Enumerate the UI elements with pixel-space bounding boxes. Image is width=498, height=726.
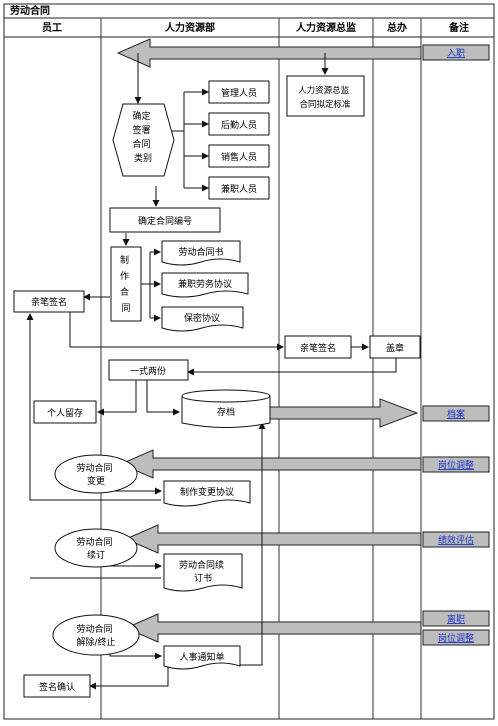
confidential-agreement-label: 保密协议 <box>184 312 220 324</box>
production-box <box>208 112 270 136</box>
contract-number-label: 确定合同编号 <box>138 215 192 227</box>
entry-arrow <box>116 38 422 68</box>
note-resign <box>422 610 490 627</box>
confidential-agreement-doc <box>161 306 244 332</box>
evaluation-arrow <box>124 524 422 554</box>
note-archive <box>422 405 490 422</box>
note-entry <box>422 44 490 61</box>
contract-type-label: 确定 签署 合同 类别 <box>133 110 154 164</box>
copies-box <box>108 359 189 381</box>
director-task-box <box>286 75 365 117</box>
note-transfer <box>422 456 490 473</box>
note-entry-link[interactable]: 入职 <box>447 48 465 59</box>
notes-boxes: 入职 档案 岗位调整 绩效评估 离职 岗位调整 <box>422 44 490 646</box>
change-agreement-label: 制作变更协议 <box>180 486 234 498</box>
diagram-title: 劳动合同 <box>10 4 50 17</box>
note-transfer-2-link[interactable]: 岗位调整 <box>438 632 474 644</box>
gray-arrows <box>116 38 422 643</box>
production-label: 后勤人员 <box>221 119 257 131</box>
note-transfer-link[interactable]: 岗位调整 <box>438 459 474 471</box>
make-contract-box <box>110 246 142 322</box>
column-header-hr-director: 人力资源总监 <box>296 21 356 34</box>
contract-terminate-ellipse <box>52 614 140 656</box>
contract-number-box <box>109 207 221 233</box>
sales-box <box>208 144 270 168</box>
column-header-office: 总办 <box>387 21 407 34</box>
contract-change-ellipse <box>54 454 138 494</box>
note-resign-link[interactable]: 离职 <box>447 613 465 625</box>
part-time-agreement-doc <box>161 272 249 298</box>
resign-arrow <box>124 613 422 643</box>
director-sign-box <box>284 335 352 359</box>
termination-notice-label: 人事通知单 <box>179 651 224 663</box>
staff-categories: 管理人员 后勤人员 销售人员 兼职人员 <box>208 80 270 200</box>
contract-renew-label: 劳动合同 续订 <box>77 536 116 561</box>
connectors <box>26 53 397 690</box>
note-evaluation-link[interactable]: 绩效评估 <box>438 534 474 546</box>
column-header-employee: 员工 <box>42 22 62 34</box>
note-transfer-2 <box>422 629 490 646</box>
renew-document-doc <box>163 553 243 592</box>
renew-document-label: 劳动合同续 订书 <box>179 559 227 584</box>
part-time-agreement-label: 兼职劳务协议 <box>178 278 232 290</box>
seal-box <box>369 335 421 359</box>
note-archive-link[interactable]: 档案 <box>447 408 465 420</box>
termination-notice-doc <box>163 645 241 670</box>
sales-label: 销售人员 <box>221 151 257 163</box>
labor-contract-doc <box>161 240 241 266</box>
director-task-label: 人力资源总监 合同拟定标准 <box>298 85 352 110</box>
archive-label: 存档 <box>217 406 235 418</box>
change-agreement-doc <box>163 480 251 507</box>
management-label: 管理人员 <box>221 87 257 99</box>
director-sign-label: 亲笔签名 <box>300 342 336 354</box>
contract-documents: 劳动合同书 兼职劳务协议 保密协议 <box>161 240 249 332</box>
seal-label: 盖章 <box>386 342 404 354</box>
contract-type-hexagon <box>112 103 175 177</box>
transfer-arrow <box>119 449 422 479</box>
lane-dividers <box>100 18 422 719</box>
employee-sign-box <box>13 290 85 313</box>
column-header-notes: 备注 <box>448 21 469 34</box>
archive-arrow <box>267 398 419 428</box>
column-header-hr: 人力资源部 <box>165 21 215 34</box>
archive-cylinder: 存档 <box>181 389 271 428</box>
personal-copy-label: 个人留存 <box>47 407 83 419</box>
personal-copy-box <box>33 400 97 424</box>
make-contract-label: 制 作 合 同 <box>120 254 132 314</box>
signature-confirm-label: 签名确认 <box>39 681 75 693</box>
contract-change-label: 劳动合同 变更 <box>77 462 116 487</box>
copies-label: 一式两份 <box>130 365 166 377</box>
part-time-label: 兼职人员 <box>221 183 257 195</box>
note-evaluation <box>422 531 490 548</box>
employee-sign-label: 亲笔签名 <box>31 296 67 308</box>
signature-confirm-box <box>23 674 91 698</box>
labor-contract-label: 劳动合同书 <box>178 246 223 258</box>
outer-frame <box>3 3 495 720</box>
contract-terminate-label: 劳动合同 解除/终止 <box>76 623 115 648</box>
management-box <box>208 80 270 104</box>
part-time-box <box>208 176 270 200</box>
contract-renew-ellipse <box>54 528 138 568</box>
